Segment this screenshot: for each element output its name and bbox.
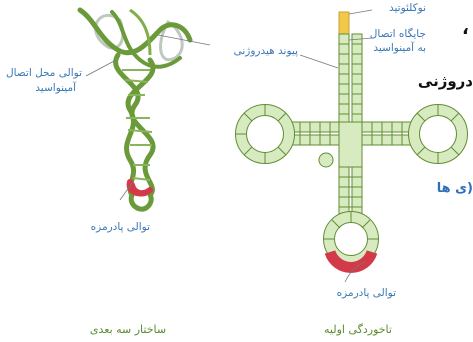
label-hydrogen-bond: پیوند هیدروژنی (234, 45, 298, 57)
pointer-amino-seq (86, 60, 116, 76)
label-anticodon-right: توالی پادرمزه (337, 287, 396, 299)
label-anticodon-left: توالی پادرمزه (91, 221, 150, 233)
pointer-hydrogen-bond (300, 55, 338, 68)
pointer-nucleotide (349, 10, 372, 14)
label-amino-seq-line2: آمینواسید (35, 81, 77, 94)
acceptor-end-segment (339, 12, 349, 34)
label-nucleotide: نوکلئوتید (389, 2, 426, 14)
caption-primary-folding: تاخوردگی اولیه (324, 323, 392, 336)
cropped-comma: ، (462, 18, 469, 39)
cropped-hydrogen-text: دروژنی (418, 72, 473, 90)
pointer-hydrogen (158, 35, 210, 45)
trna-3d-structure (80, 10, 190, 209)
label-amino-site-line2: به آمینواسید (373, 41, 426, 54)
caption-3d-structure: ساختار سه بعدی (90, 323, 166, 336)
label-amino-site-line1: جایگاه اتصال (370, 27, 426, 40)
cropped-bonds-text: ی ها) (437, 181, 473, 196)
label-amino-seq-line1: توالی محل اتصال (6, 67, 82, 79)
